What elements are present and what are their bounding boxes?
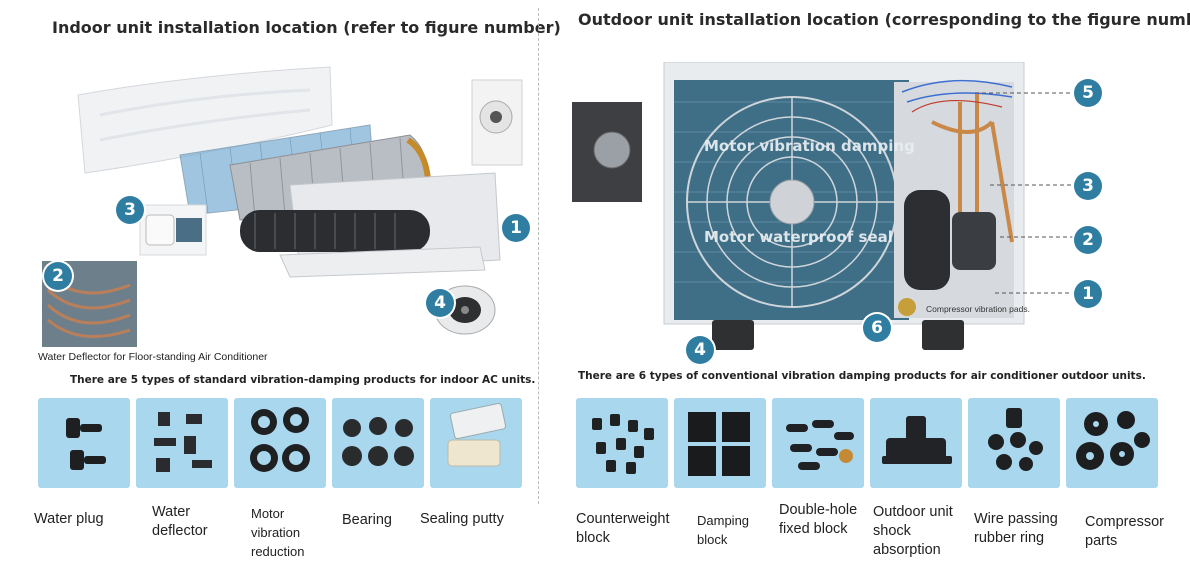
label-sealing-putty: Sealing putty [420,511,504,527]
label-water-plug: Water plug [34,511,104,527]
overlay-motor-damping: Motor vibration damping [704,137,915,155]
outdoor-badge-4: 4 [686,336,714,364]
tile-water-plug [38,398,130,488]
tile-damping-block [674,398,766,488]
tile-double-hole-fixed-block [772,398,864,488]
indoor-badge-3: 3 [116,196,144,224]
indoor-title: Indoor unit installation location (refer… [52,18,561,37]
outdoor-title: Outdoor unit installation location (corr… [578,10,1190,29]
tile-outdoor-unit-shock-absorption [870,398,962,488]
indoor-badge-2: 2 [44,262,72,290]
overlay-motor-seal: Motor waterproof seal [704,228,893,246]
floor-deflector-caption: Water Deflector for Floor-standing Air C… [38,351,268,363]
tile-water-deflector [136,398,228,488]
outdoor-unit-illustration [572,61,1042,362]
outdoor-badge-1: 1 [1074,280,1102,308]
tile-sealing-putty [430,398,522,488]
outdoor-badge-6: 6 [863,314,891,342]
outdoor-summary: There are 6 types of conventional vibrat… [578,370,1146,382]
outdoor-badge-2: 2 [1074,226,1102,254]
indoor-badge-1: 1 [502,214,530,242]
leader-lines [982,92,1075,294]
indoor-badge-4: 4 [426,289,454,317]
tile-wire-passing-rubber-ring [968,398,1060,488]
tile-motor-vibration-reduction [234,398,326,488]
indoor-summary: There are 5 types of standard vibration-… [70,374,536,386]
tile-compressor-parts [1066,398,1158,488]
tile-counterweight-block [576,398,668,488]
indoor-unit-illustration [40,55,540,355]
panel-divider [538,8,539,504]
tile-bearing [332,398,424,488]
overlay-compressor-pads: Compressor vibration pads. [926,304,1030,314]
label-bearing: Bearing [342,512,392,528]
outdoor-badge-3: 3 [1074,172,1102,200]
outdoor-badge-5: 5 [1074,79,1102,107]
